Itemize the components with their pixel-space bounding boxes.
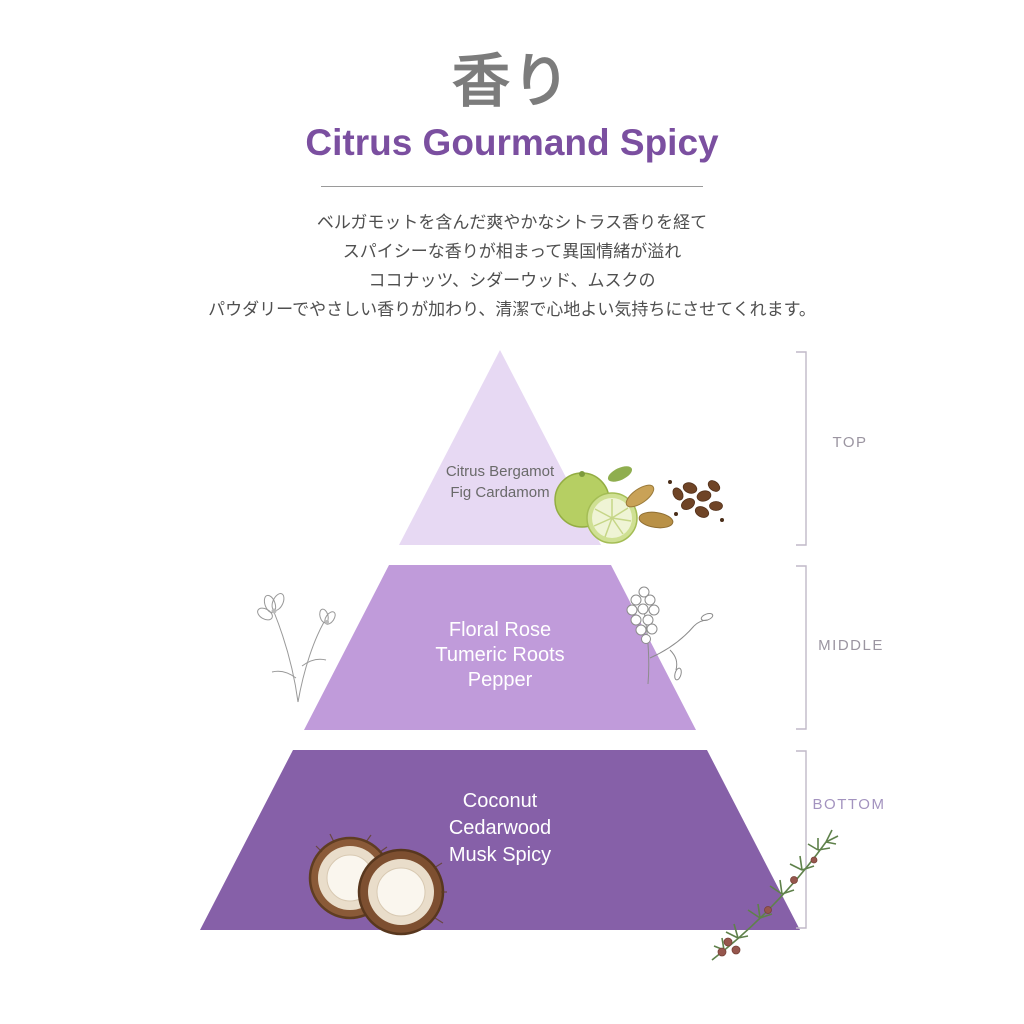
fragrance-description: ベルガモットを含んだ爽やかなシトラス香りを経て スパイシーな香りが相まって異国情… xyxy=(0,208,1024,324)
top-note-line: Citrus Bergamot xyxy=(445,463,555,480)
middle-note-line: Pepper xyxy=(467,669,533,691)
bergamot-lime-illustration xyxy=(554,466,638,544)
middle-bracket xyxy=(796,565,807,730)
top-bracket-label: TOP xyxy=(832,434,868,451)
pyramid-middle-layer xyxy=(304,565,696,730)
bottom-bracket xyxy=(796,750,807,929)
bottom-notes: Coconut Cedarwood Musk Spicy xyxy=(0,788,1000,869)
top-notes: Citrus Bergamot Fig Cardamom xyxy=(0,461,1000,503)
middle-note-line: Floral Rose xyxy=(448,619,552,641)
coconut-halves-illustration xyxy=(308,833,447,936)
cardamom-pods-illustration xyxy=(625,480,724,529)
bottom-bracket-label: BOTTOM xyxy=(812,796,886,813)
flower-sketch-illustration xyxy=(257,593,336,703)
middle-note-line: Tumeric Roots xyxy=(435,644,565,666)
top-bracket xyxy=(796,351,807,546)
divider xyxy=(321,186,703,187)
description-line: パウダリーでやさしい香りが加わり、清潔で心地よい気持ちにさせてくれます。 xyxy=(208,300,816,319)
description-line: ベルガモットを含んだ爽やかなシトラス香りを経て xyxy=(316,213,708,232)
fragrance-family-subtitle: Citrus Gourmand Spicy xyxy=(305,122,719,163)
bottom-note-line: Musk Spicy xyxy=(448,844,552,866)
cedar-branch-illustration xyxy=(711,829,839,961)
middle-bracket-label: MIDDLE xyxy=(818,637,884,654)
description-line: ココナッツ、シダーウッド、ムスクの xyxy=(368,271,656,290)
bottom-note-line: Cedarwood xyxy=(448,817,552,839)
floral-sprig-illustration xyxy=(626,586,714,685)
middle-notes: Floral Rose Tumeric Roots Pepper xyxy=(0,618,1000,693)
top-note-line: Fig Cardamom xyxy=(450,484,550,501)
page-title: 香り xyxy=(451,49,572,114)
pyramid-top-layer xyxy=(399,350,601,545)
description-line: スパイシーな香りが相まって異国情緒が溢れ xyxy=(342,242,682,261)
bottom-note-line: Coconut xyxy=(462,790,538,812)
